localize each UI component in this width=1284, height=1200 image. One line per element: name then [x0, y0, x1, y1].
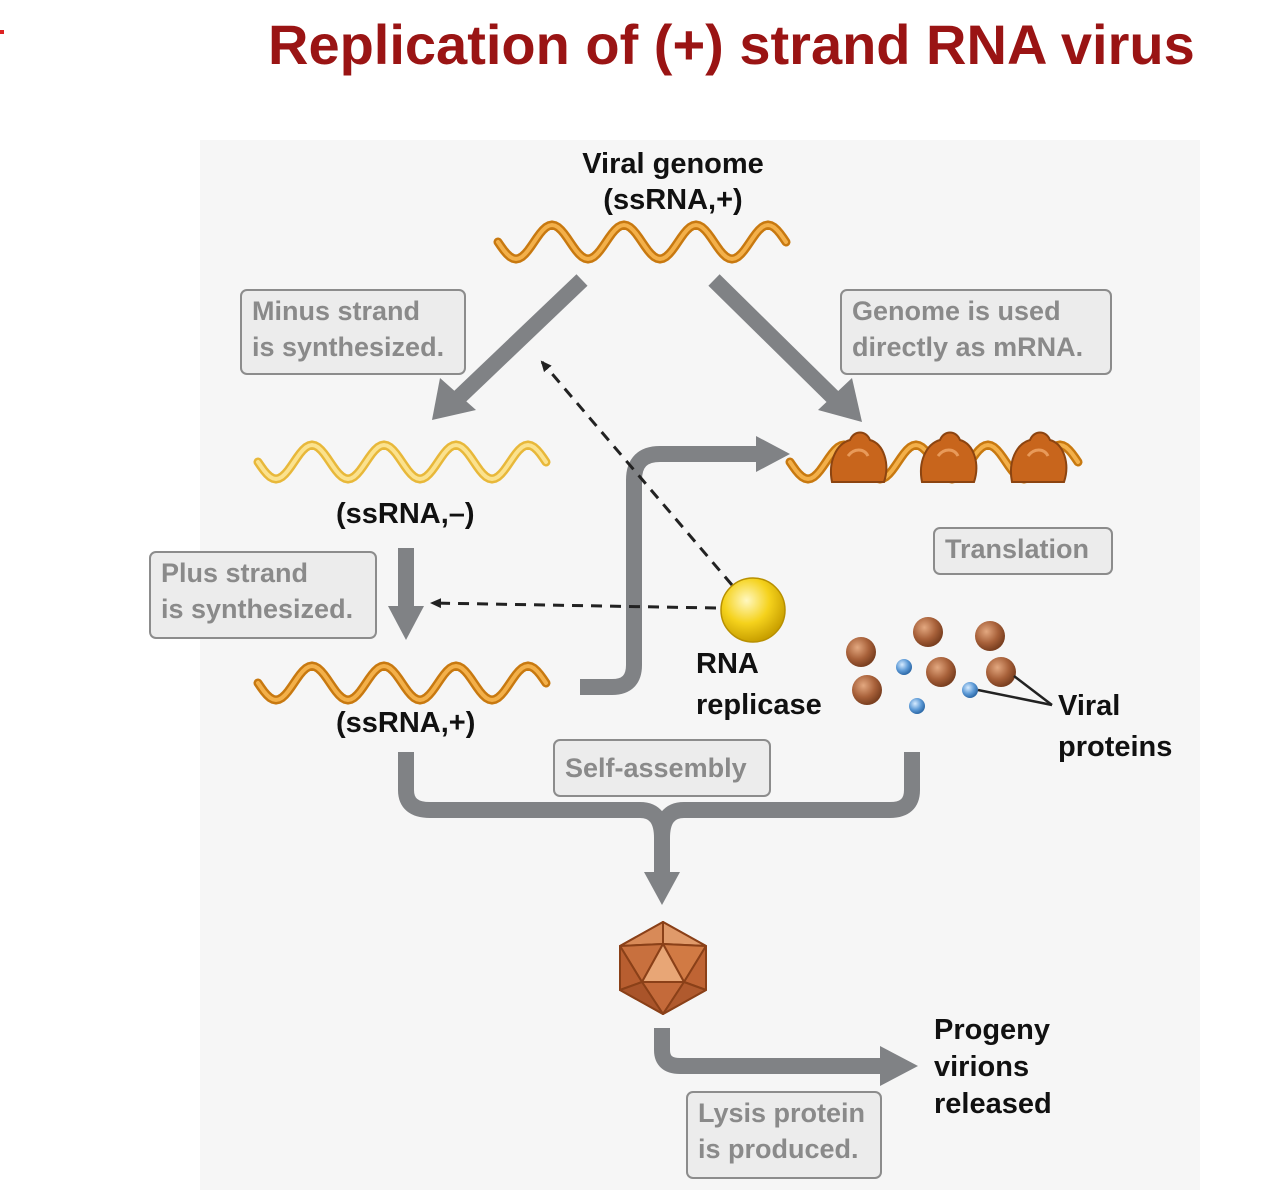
viral-genome-label: Viral genome(ssRNA,+)	[582, 148, 764, 216]
translation-box: Translation	[933, 527, 1113, 575]
arrow-plus-to-translation	[580, 446, 760, 695]
arrow-to-release	[654, 1028, 880, 1074]
rna-replicase-icon	[720, 577, 786, 643]
ribosome-icon	[830, 431, 888, 483]
self-assembly-box: Self-assembly	[553, 739, 771, 797]
dashed-arrow-replicase-plus	[430, 598, 717, 610]
minus-rna-strand	[253, 440, 551, 484]
page-title: Replication of (+) strand RNA virus	[268, 13, 1195, 76]
viral-genome-rna-strand	[493, 220, 791, 264]
arrowhead	[818, 378, 862, 422]
ribosome-icon	[920, 431, 978, 483]
viral-proteins-icon	[846, 617, 1016, 714]
ribosome-icon	[1010, 431, 1068, 483]
arrowhead	[644, 872, 680, 905]
arrow-to-minus-strand	[446, 274, 588, 410]
dashed-arrow-replicase-minus	[540, 360, 734, 586]
arrowhead	[756, 436, 790, 472]
minus-rna-label: (ssRNA,–)	[336, 498, 475, 530]
self-assembly-bracket	[398, 752, 920, 875]
arrowhead	[432, 378, 476, 420]
viral-proteins-pointer	[977, 675, 1053, 707]
arrowhead	[880, 1046, 918, 1086]
plus-rna-strand	[253, 661, 551, 705]
arrowhead	[388, 606, 424, 640]
arrow-to-mrna	[708, 274, 846, 410]
virion-capsid-icon	[619, 921, 707, 1015]
slide-marker	[0, 30, 4, 34]
plus-rna-label: (ssRNA,+)	[336, 707, 476, 739]
